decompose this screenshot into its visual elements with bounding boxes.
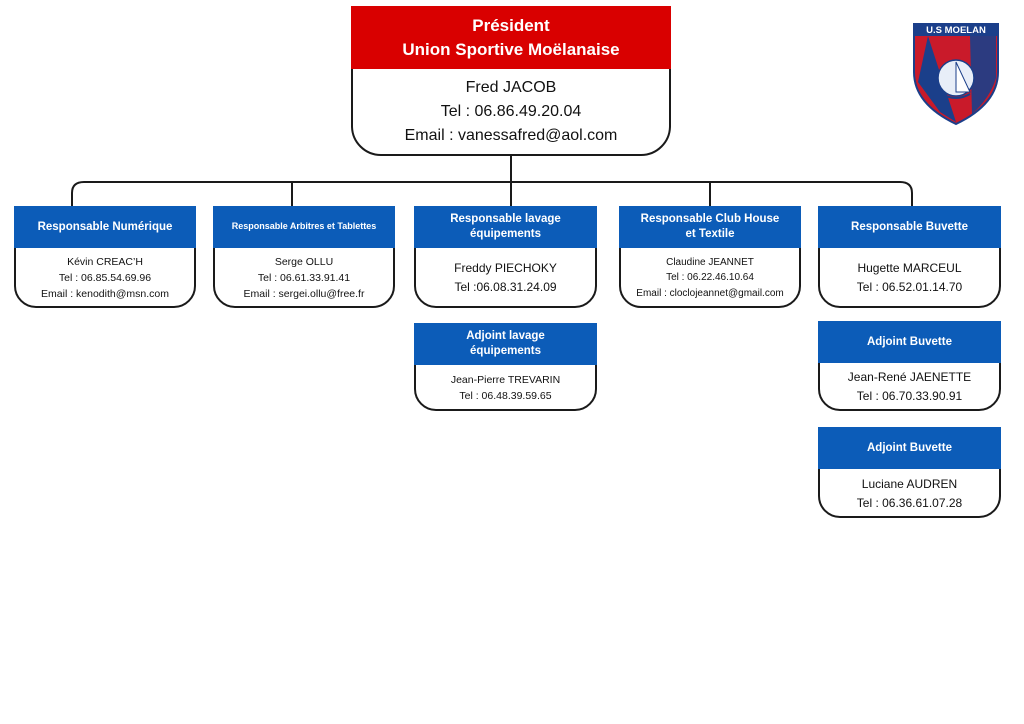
person-name: Serge OLLU	[274, 255, 334, 268]
person-tel: Tel : 06.36.61.07.28	[856, 495, 963, 510]
role-title-line1: Adjoint lavage	[466, 330, 545, 343]
person-tel: Tel : 06.61.33.91.41	[257, 271, 351, 284]
role-title: Adjoint Buvette	[867, 441, 952, 454]
role-title-line2: et Textile	[685, 228, 735, 240]
role-header-clubhouse: Responsable Club House et Textile	[619, 206, 801, 248]
logo-text: U.S MOELAN	[926, 25, 986, 36]
president-header: Président Union Sportive Moëlanaise	[351, 6, 671, 69]
person-tel: Tel : 06.70.33.90.91	[856, 389, 963, 403]
role-title: Responsable Numérique	[37, 220, 173, 233]
person-name: Freddy PIECHOKY	[454, 261, 557, 276]
person-tel: Tel : 06.52.01.14.70	[856, 280, 963, 294]
person-name: Jean-Pierre TREVARIN	[450, 373, 561, 386]
person-name: Luciane AUDREN	[861, 476, 958, 491]
person-email: Email : kenodith@msn.com	[41, 288, 169, 301]
role-title-line2: équipements	[470, 345, 541, 357]
president-name: Fred JACOB	[465, 79, 557, 96]
role-title-line1: Responsable lavage	[450, 213, 561, 226]
role-header-adjoint-lavage: Adjoint lavage équipements	[414, 323, 597, 365]
role-title: Responsable Arbitres et Tablettes	[231, 221, 377, 232]
role-header-arbitres: Responsable Arbitres et Tablettes	[213, 206, 395, 248]
person-name: Jean-René JAENETTE	[847, 370, 972, 385]
president-email: Email : vanessafred@aol.com	[404, 127, 618, 144]
role-header-buvette: Responsable Buvette	[818, 206, 1001, 248]
connector-horizontal-bus	[71, 181, 913, 206]
person-name: Hugette MARCEUL	[857, 261, 962, 276]
person-tel: Tel :06.08.31.24.09	[454, 280, 557, 294]
person-tel: Tel : 06.48.39.59.65	[459, 390, 552, 402]
role-header-lavage: Responsable lavage équipements	[414, 206, 597, 248]
club-name: Union Sportive Moëlanaise	[402, 39, 620, 59]
role-title: Responsable Buvette	[851, 220, 968, 233]
president-title: Président	[472, 15, 550, 35]
person-email: Email : sergei.ollu@free.fr	[243, 288, 365, 301]
role-header-numerique: Responsable Numérique	[14, 206, 196, 248]
role-header-adjoint-buvette-2: Adjoint Buvette	[818, 427, 1001, 469]
person-name: Kévin CREAC’H	[67, 255, 143, 268]
role-title: Adjoint Buvette	[867, 335, 952, 348]
person-email: Email : cloclojeannet@gmail.com	[636, 287, 784, 299]
role-title-line2: équipements	[470, 228, 541, 240]
club-crest-icon: U.S MOELAN	[913, 23, 999, 126]
role-header-adjoint-buvette-1: Adjoint Buvette	[818, 321, 1001, 363]
person-tel: Tel : 06.85.54.69.96	[58, 271, 152, 284]
president-contact: Fred JACOB Tel : 06.86.49.20.04 Email : …	[351, 72, 671, 152]
role-title-line1: Responsable Club House	[640, 213, 780, 226]
person-name: Claudine JEANNET	[666, 256, 754, 268]
person-tel: Tel : 06.22.46.10.64	[666, 272, 754, 284]
president-tel: Tel : 06.86.49.20.04	[440, 103, 582, 120]
